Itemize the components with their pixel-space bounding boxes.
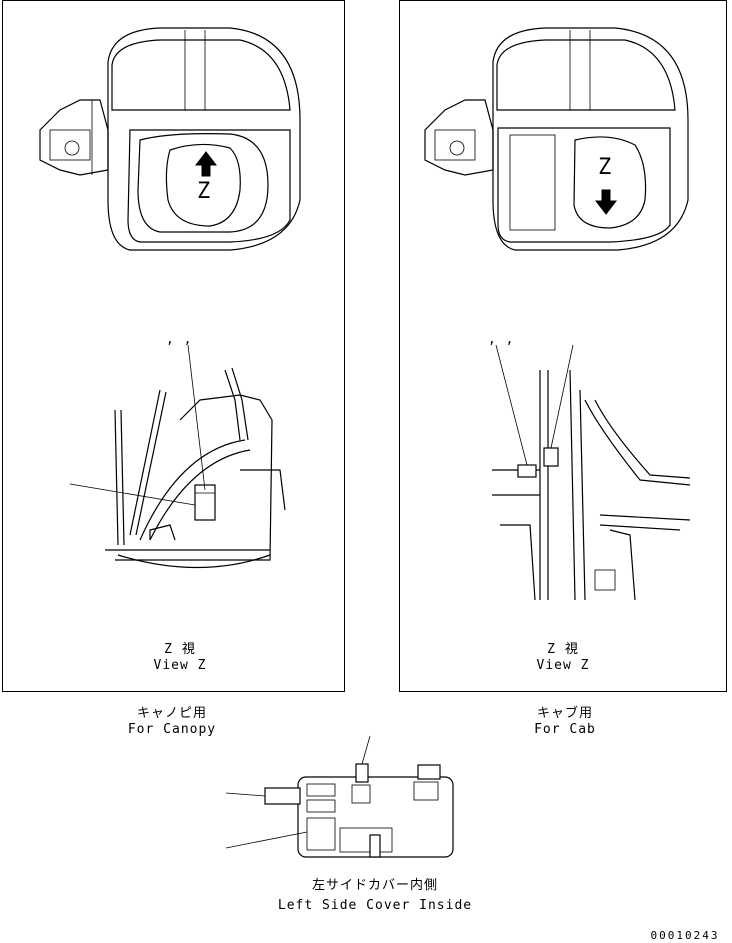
side-cover-caption-jp: 左サイドカバー内側 xyxy=(311,878,438,893)
side-cover-caption-en: Left Side Cover Inside xyxy=(277,898,473,913)
canopy-top-view xyxy=(39,27,301,251)
cab-view-z xyxy=(492,344,691,601)
canopy-callout-commas: , , xyxy=(166,332,193,347)
cab-view-panel xyxy=(399,0,727,692)
drawing-number: 00010243 xyxy=(650,929,720,942)
canopy-caption-en: For Canopy xyxy=(127,722,217,737)
canopy-view-label-jp: Z 視 xyxy=(164,642,196,657)
canopy-view-panel xyxy=(2,0,345,692)
cab-top-view xyxy=(424,27,689,251)
canopy-z-marker: Z xyxy=(197,179,212,204)
side-cover-detail xyxy=(225,735,454,858)
cab-view-label-jp: Z 視 xyxy=(547,642,579,657)
canopy-view-label-en: View Z xyxy=(153,658,207,673)
canopy-caption-jp: キャノピ用 xyxy=(136,706,207,721)
cab-caption-jp: キャブ用 xyxy=(536,706,593,721)
cab-caption-en: For Cab xyxy=(534,722,596,737)
canopy-view-z xyxy=(69,344,286,569)
cab-z-marker: Z xyxy=(598,155,613,180)
cab-view-label-en: View Z xyxy=(536,658,590,673)
cab-callout-commas: , , xyxy=(488,332,515,347)
